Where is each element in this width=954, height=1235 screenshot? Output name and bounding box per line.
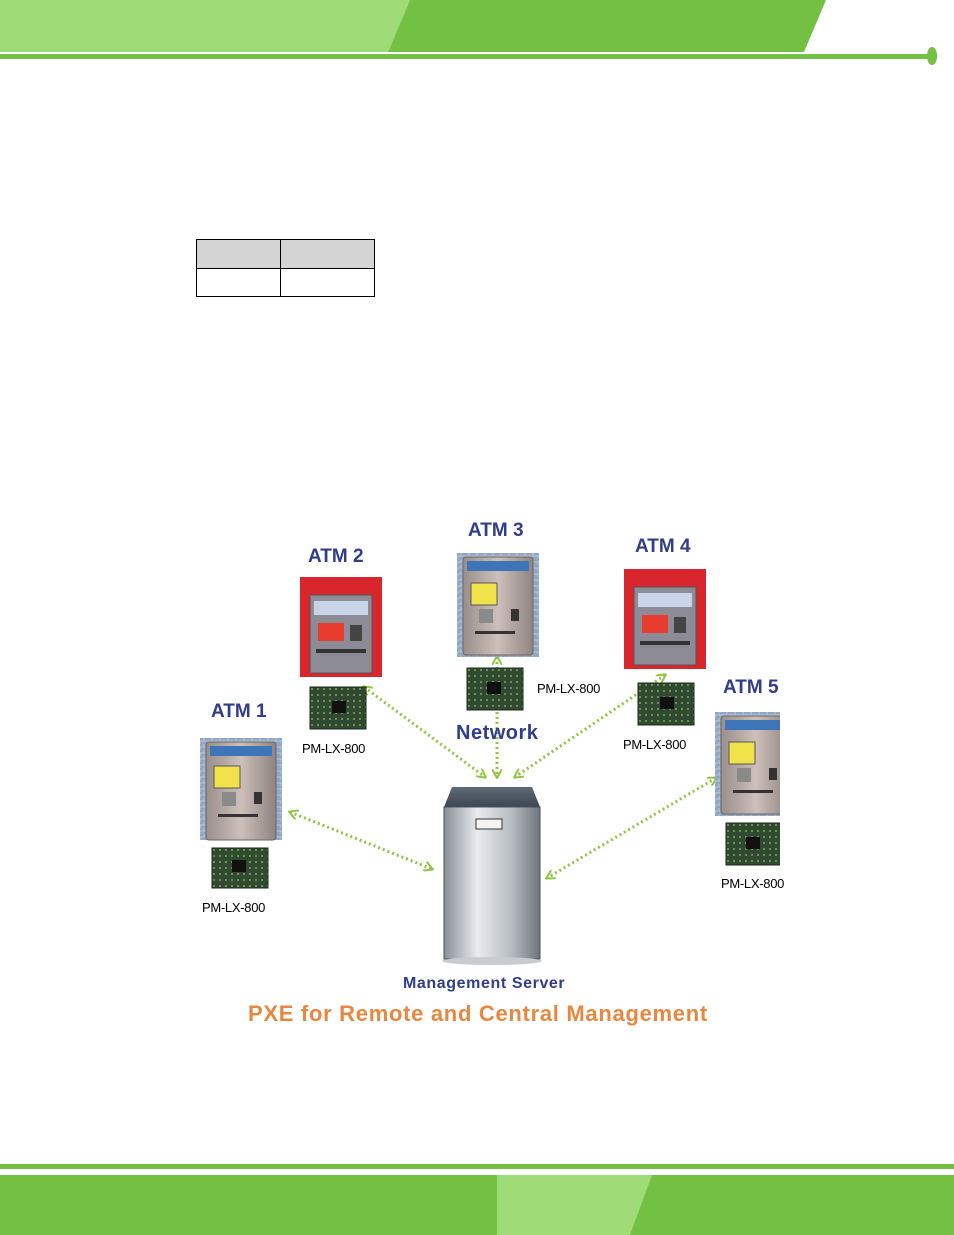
atm-3-board-icon bbox=[466, 667, 524, 711]
atm-1-machine-icon bbox=[200, 738, 282, 841]
atm-3-board-label: PM-LX-800 bbox=[537, 681, 601, 696]
link-atm2-server bbox=[364, 687, 485, 777]
table-cell bbox=[196, 239, 281, 269]
atm-5-machine-icon bbox=[715, 712, 780, 816]
atm-3-machine-icon bbox=[457, 553, 539, 657]
atm-4-machine-icon bbox=[624, 569, 706, 669]
diagram-graphics bbox=[200, 553, 780, 965]
page-footer-band bbox=[0, 1164, 954, 1235]
atm-3-title: ATM 3 bbox=[468, 520, 524, 541]
atm-5-board-icon bbox=[725, 822, 780, 866]
table-cell bbox=[280, 239, 375, 269]
network-label: Network bbox=[456, 722, 539, 744]
link-atm1-server bbox=[290, 812, 432, 869]
atm-4-board-label: PM-LX-800 bbox=[623, 737, 687, 752]
atm-1-board-label: PM-LX-800 bbox=[202, 900, 266, 915]
table-cell bbox=[280, 268, 375, 297]
atm-2-board-icon bbox=[309, 686, 367, 730]
table-row bbox=[196, 268, 375, 297]
atm-4-board-icon bbox=[637, 682, 695, 726]
pxe-network-diagram: ATM 1 ATM 2 ATM 3 ATM 4 ATM 5 PM-LX-800 … bbox=[180, 505, 784, 1035]
atm-5-title: ATM 5 bbox=[723, 677, 779, 698]
atm-2-machine-icon bbox=[300, 577, 382, 677]
diagram-caption: PXE for Remote and Central Management bbox=[248, 1001, 708, 1026]
atm-2-board-label: PM-LX-800 bbox=[302, 741, 366, 756]
header-light-segment bbox=[0, 0, 410, 52]
table-cell bbox=[196, 268, 281, 297]
header-rule bbox=[0, 54, 930, 59]
management-server-icon bbox=[442, 787, 542, 965]
footer-dark-segment bbox=[0, 1175, 954, 1235]
atm-4-title: ATM 4 bbox=[635, 536, 691, 557]
atm-1-board-icon bbox=[211, 847, 269, 889]
footer-light-segment bbox=[497, 1175, 652, 1235]
empty-table bbox=[196, 239, 375, 297]
footer-rule bbox=[0, 1164, 954, 1169]
management-server-label: Management Server bbox=[403, 975, 566, 992]
atm-2-title: ATM 2 bbox=[308, 546, 364, 567]
page-header-band bbox=[0, 0, 937, 65]
link-atm5-server bbox=[547, 778, 716, 878]
header-rule-end-dot bbox=[927, 47, 937, 65]
atm-5-board-label: PM-LX-800 bbox=[721, 876, 785, 891]
table-header-row bbox=[196, 239, 375, 269]
header-dark-segment bbox=[388, 0, 826, 52]
atm-1-title: ATM 1 bbox=[211, 701, 267, 722]
